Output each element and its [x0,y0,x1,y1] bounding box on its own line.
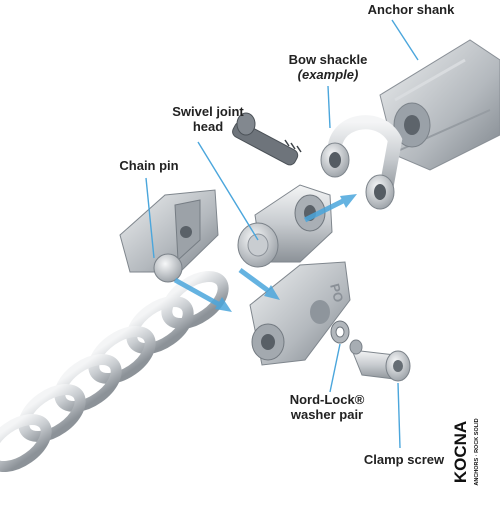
label-swivel-line1: Swivel joint [172,104,244,119]
label-bow-shackle-title: Bow shackle [288,52,368,67]
assembly-arrows [173,194,357,312]
svg-text:PO: PO [327,282,346,304]
bow-shackle-part [320,115,403,210]
anchor-shank-part [379,39,500,171]
label-swivel-line2: head [192,119,224,134]
clamp-body-part: PO [249,261,351,366]
label-bow-shackle-note: (example) [297,67,359,82]
chain-pin-block-part [119,189,219,283]
label-chain-pin: Chain pin [119,158,179,173]
nordlock-washer-part [330,320,350,344]
callout-lines [145,19,419,449]
brand-name: KOCNA [452,421,470,483]
kocna-logo: KOCNA ANCHORS · ROCK SOLID [452,418,480,485]
label-anchor-shank: Anchor shank [367,2,455,17]
label-nordlock-line2: washer pair [290,407,364,422]
chain-links-part [0,270,229,473]
label-swivel-joint-head: Swivel joint head [158,104,258,134]
swivel-joint-head-part [237,184,333,268]
label-bow-shackle: Bow shackle (example) [278,52,378,82]
label-nordlock-line1: Nord-Lock® [289,392,365,407]
label-nordlock-washer: Nord-Lock® washer pair [272,392,382,422]
brand-tagline: ANCHORS · ROCK SOLID [474,418,480,485]
shackle-pin-part [232,112,302,166]
clamp-screw-part [349,339,411,382]
label-clamp-screw: Clamp screw [363,452,445,467]
